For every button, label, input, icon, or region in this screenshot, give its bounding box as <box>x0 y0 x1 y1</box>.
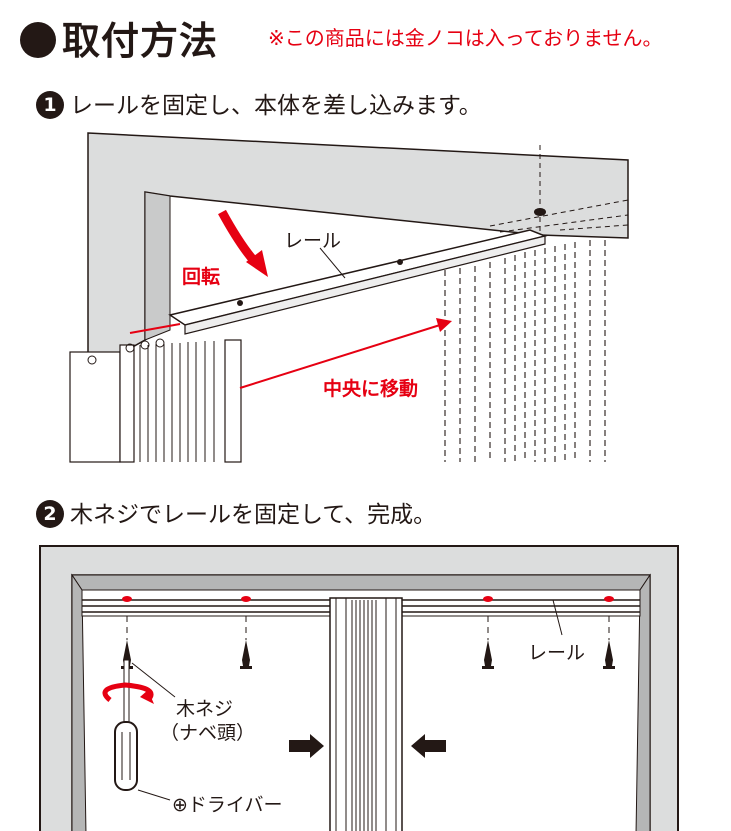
wood-screw-label: 木ネジ <box>176 698 234 720</box>
step-text: レールを固定し、本体を差し込みます。 <box>70 93 482 119</box>
step-number: 2 <box>36 500 64 528</box>
warning-note: ※この商品には金ノコは入っておりません。 <box>268 26 663 50</box>
rotate-label: 回転 <box>182 266 221 288</box>
rail-label: レール <box>284 230 342 252</box>
move-center-label: 中央に移動 <box>323 378 419 400</box>
rotate-arrow-icon <box>218 209 259 265</box>
bullet-icon <box>20 22 56 58</box>
screwdriver-label: ⊕ドライバー <box>172 794 283 816</box>
rotate-arrow-icon-2 <box>102 682 154 702</box>
step-text: 木ネジでレールを固定して、完成。 <box>70 502 437 528</box>
move-arrow-icon <box>436 318 452 332</box>
step-number: 1 <box>36 91 64 119</box>
page-title: 取付方法 <box>20 10 218 65</box>
screwdriver-icon <box>114 659 138 791</box>
title-text: 取付方法 <box>62 19 219 63</box>
pan-head-label: （ナベ頭） <box>160 722 256 744</box>
arrow-left-icon <box>411 734 446 758</box>
arrow-right-icon <box>289 734 324 758</box>
rail-label-2: レール <box>528 642 586 664</box>
rail <box>168 229 548 326</box>
